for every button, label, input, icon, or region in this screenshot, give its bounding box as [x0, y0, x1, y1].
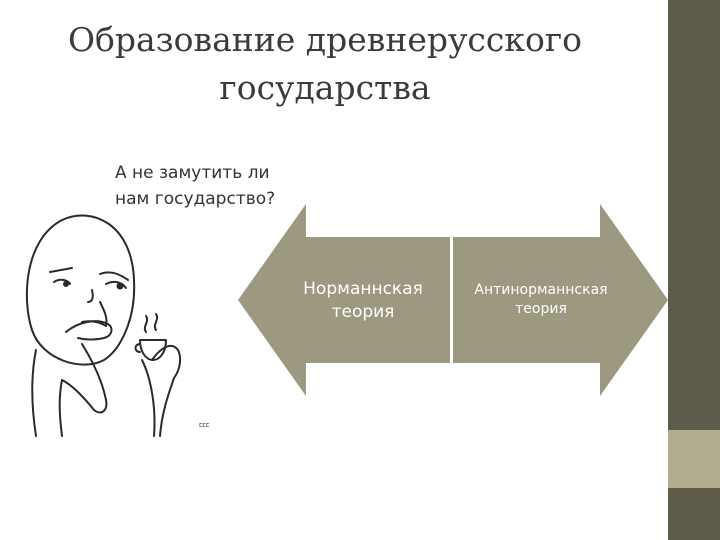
anti-norman-theory-line-1: Антинорманнская	[474, 282, 608, 298]
right-eye	[105, 280, 127, 289]
nose	[87, 289, 94, 303]
cup-handle	[134, 343, 141, 353]
sidebar-middle-band	[668, 430, 720, 488]
chin-hand	[65, 320, 113, 341]
title-line-2: государства	[219, 68, 431, 107]
sidebar-bottom-band	[668, 488, 720, 540]
thumb	[99, 301, 108, 327]
steam-2	[153, 313, 159, 331]
steam-1	[143, 315, 149, 333]
anti-norman-theory-label: Антинорманнская теория	[455, 281, 627, 319]
head-outline	[25, 214, 136, 366]
body-right	[141, 359, 156, 437]
right-arrow-shape	[453, 204, 668, 396]
title-line-1: Образование древнерусского	[67, 20, 583, 59]
arm	[61, 343, 108, 414]
cup-arm	[151, 344, 182, 437]
norman-theory-line-1: Норманнская	[303, 279, 423, 299]
right-eyebrow	[99, 271, 129, 281]
slide-title: Образование древнерусского государства	[20, 16, 630, 112]
left-eyebrow	[49, 267, 73, 273]
norman-theory-line-2: теория	[331, 302, 395, 322]
left-pupil	[63, 281, 69, 287]
theories-arrows	[238, 204, 668, 396]
anti-norman-theory-line-2: теория	[515, 301, 567, 317]
sidebar-top-band	[668, 0, 720, 430]
thought-text: А не замутить ли нам государство?	[115, 160, 315, 212]
thought-line-1: А не замутить ли	[115, 163, 270, 183]
signature: ꞇꞇꞇ	[199, 421, 210, 429]
thinking-man-illustration	[25, 214, 182, 437]
torso	[58, 379, 63, 437]
left-eye	[53, 278, 71, 285]
cup-icon	[139, 339, 167, 361]
norman-theory-label: Норманнская теория	[284, 278, 442, 324]
right-pupil	[116, 282, 124, 290]
body-left	[31, 349, 37, 437]
thought-line-2: нам государство?	[115, 189, 276, 209]
left-arrow-shape	[238, 204, 450, 396]
